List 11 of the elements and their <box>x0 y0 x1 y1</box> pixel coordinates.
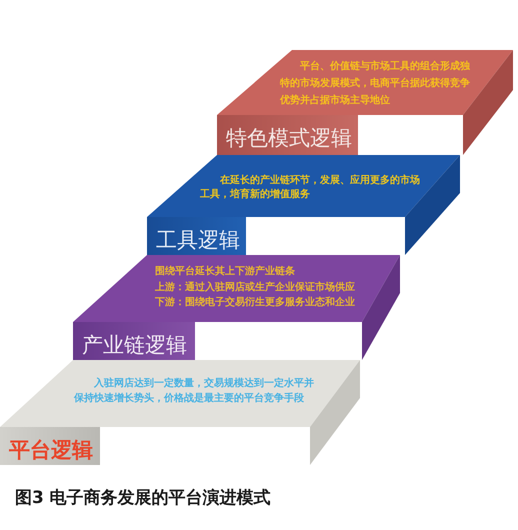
step-title: 工具逻辑 <box>156 227 240 253</box>
step-title: 特色模式逻辑 <box>226 125 352 151</box>
step-description: 下游：围绕电子交易衍生更多服务业态和企业 <box>155 295 355 310</box>
step-description: 在延长的产业链环节，发展、应用更多的市场工具，培育新的增值服务 <box>200 174 421 202</box>
step-title: 产业链逻辑 <box>82 332 187 358</box>
step-description: 入驻网店达到一定数量，交易规模达到一定水平并保持快速增长势头，价格战是最主要的平台竞争手段 <box>74 376 315 406</box>
step-description: 围绕平台延长其上下游产业链条 <box>155 264 295 279</box>
step-description: 平台、价值链与市场工具的组合形成独特的市场发展模式，电商平台据此获得竞争优势并占据市场主导地位 <box>280 59 471 108</box>
step-title: 平台逻辑 <box>9 437 93 463</box>
step-description: 上游：通过入驻网店或生产企业保证市场供应 <box>155 280 355 294</box>
figure-caption: 图3 电子商务发展的平台演进模式 <box>15 487 271 510</box>
